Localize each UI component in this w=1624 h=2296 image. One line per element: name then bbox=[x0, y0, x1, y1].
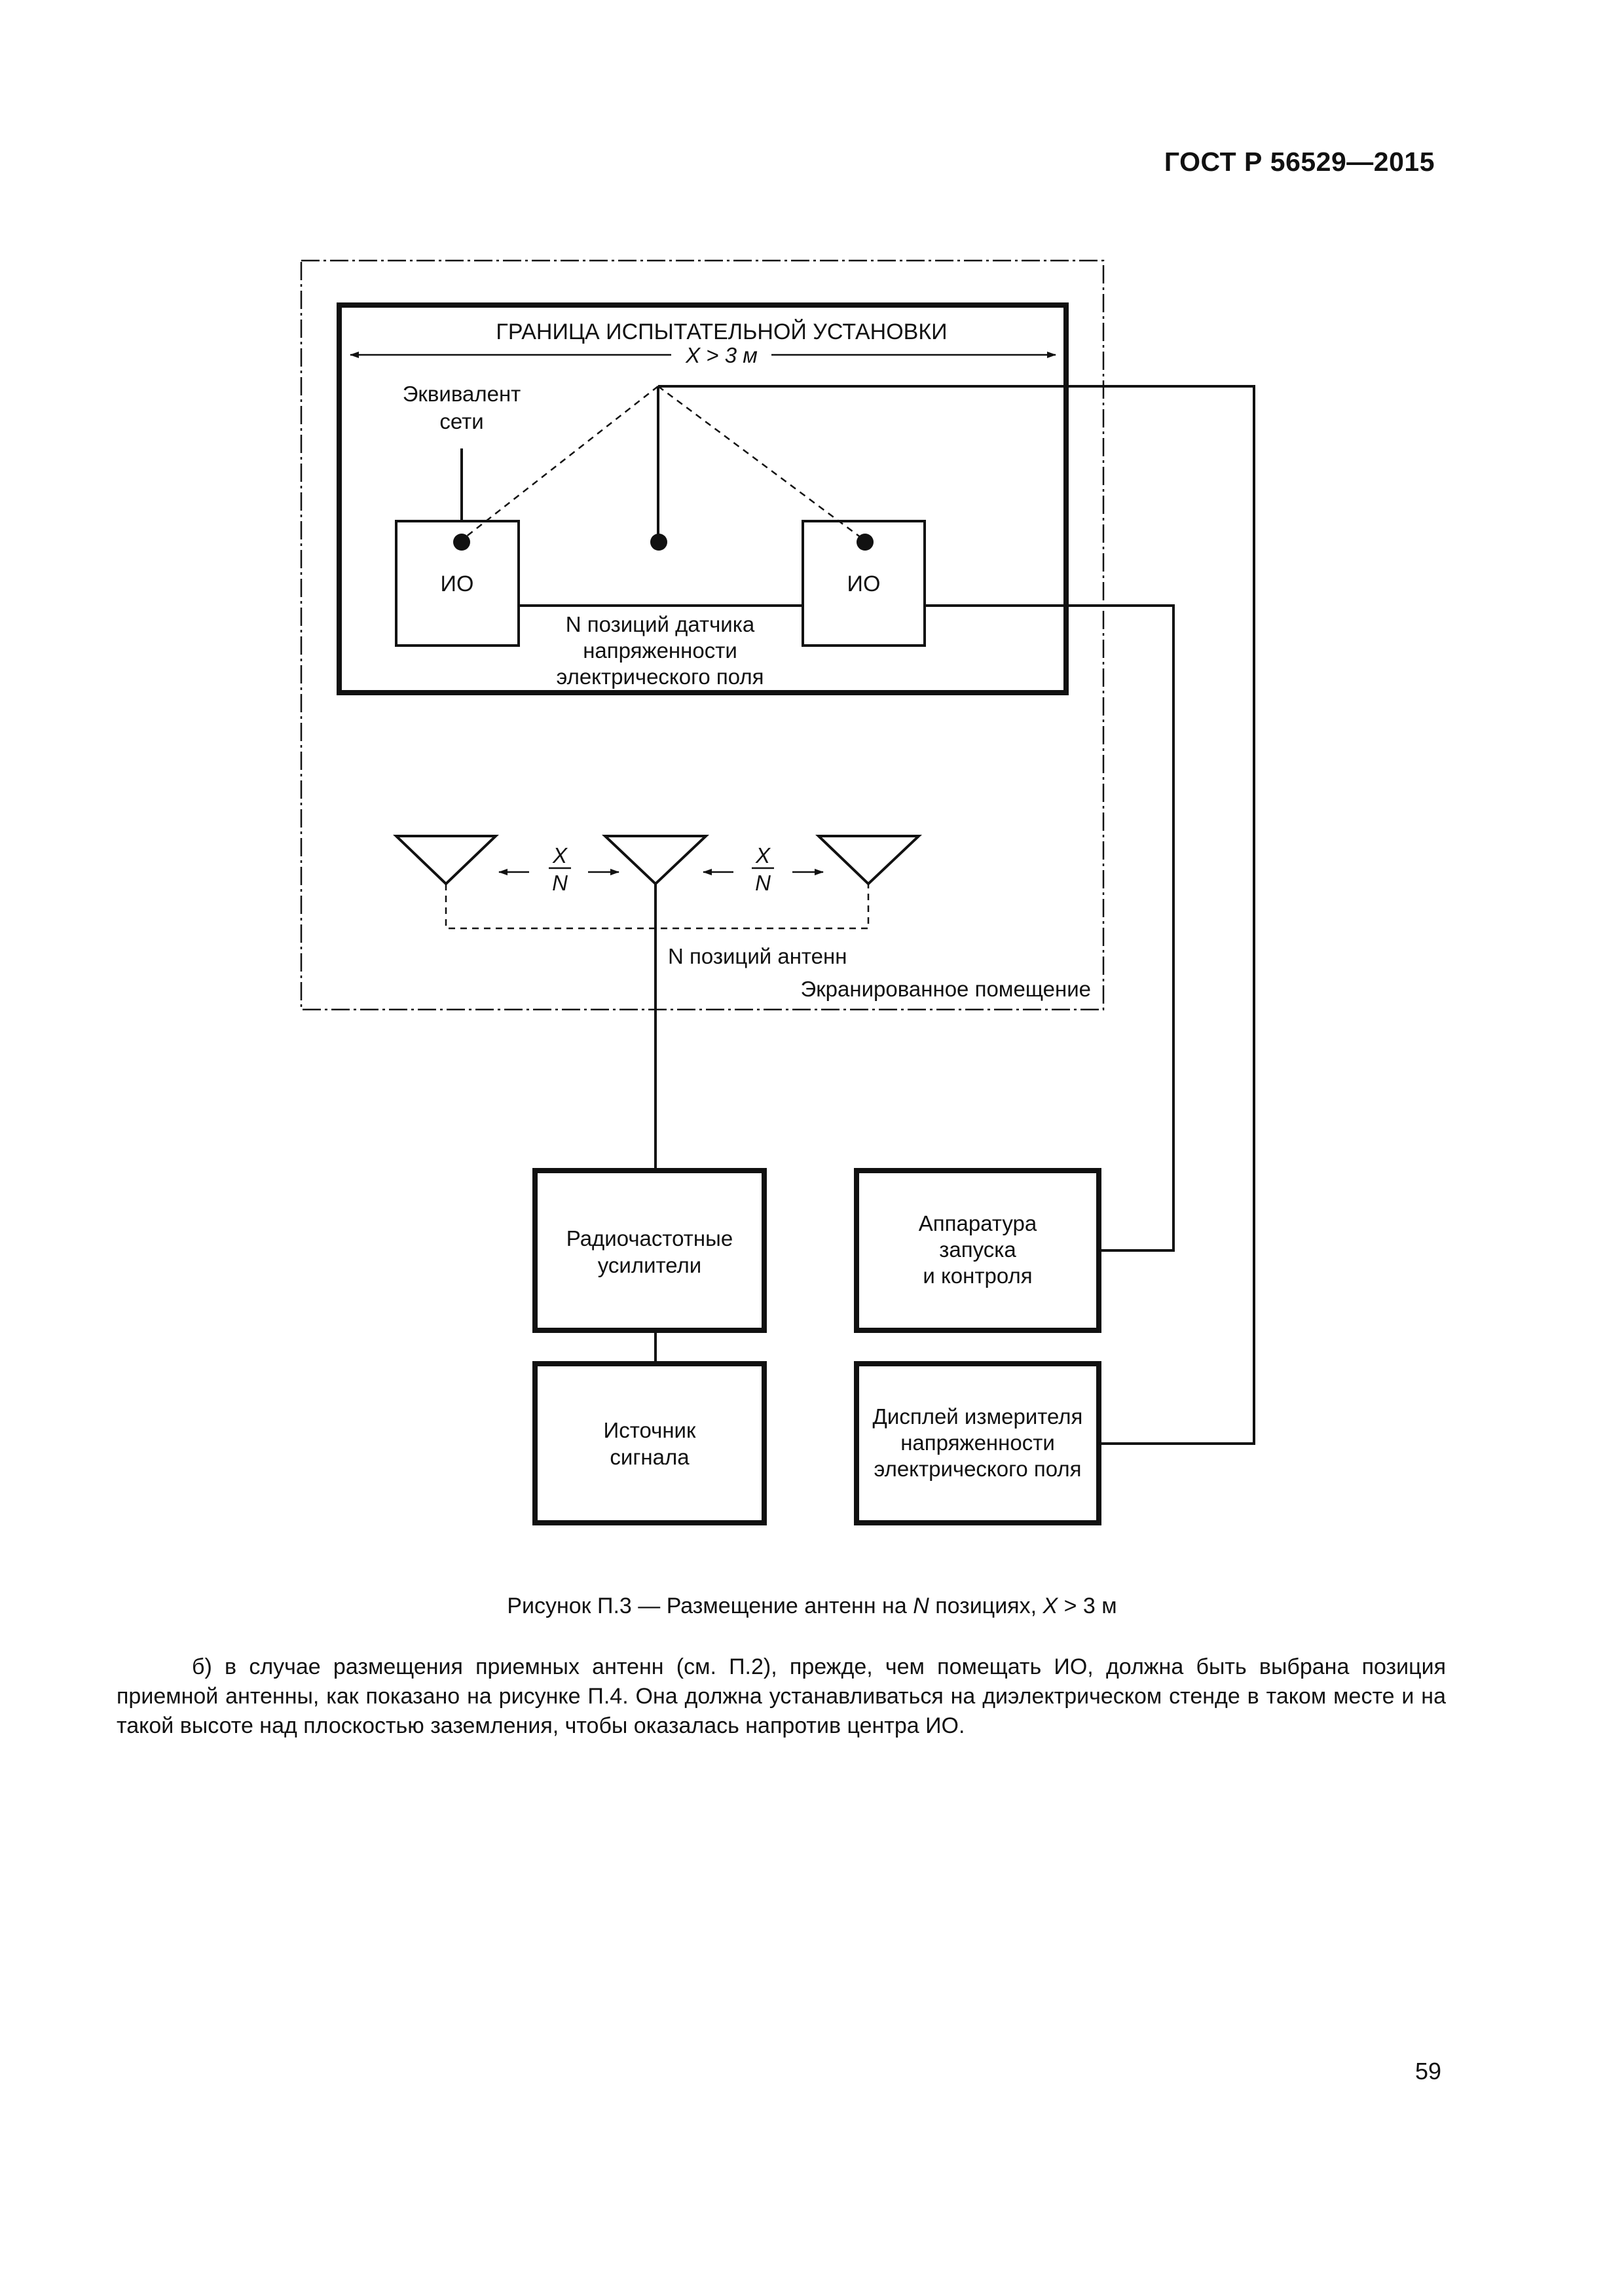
x-dimension-label: X > 3 м bbox=[685, 343, 758, 367]
sensor-point-right bbox=[857, 534, 874, 551]
sensor-point-left bbox=[453, 534, 470, 551]
launch-control-label-1: Аппаратура bbox=[919, 1211, 1037, 1235]
sensor-display-cable bbox=[658, 385, 1255, 1445]
caption-prefix: Рисунок П.3 — Размещение антенн на bbox=[507, 1594, 913, 1618]
antenna-left-icon bbox=[393, 835, 499, 886]
network-equivalent-label-2: сети bbox=[439, 409, 483, 433]
sensor-positions-label-3: электрического поля bbox=[556, 665, 764, 689]
signal-source-box bbox=[532, 1361, 767, 1525]
antenna-center-icon bbox=[601, 835, 710, 886]
boundary-title: ГРАНИЦА ИСПЫТАТЕЛЬНОЙ УСТАНОВКИ bbox=[496, 319, 947, 344]
launch-control-label-2: запуска bbox=[939, 1237, 1016, 1262]
test-setup-boundary bbox=[337, 302, 1069, 695]
rf-amplifiers-box bbox=[532, 1168, 767, 1333]
document-number: ГОСТ Р 56529—2015 bbox=[1164, 147, 1435, 177]
page-number: 59 bbox=[1414, 2058, 1441, 2085]
sensor-positions-label-1: N позиций датчика bbox=[566, 612, 755, 636]
spacing-left-denominator: N bbox=[552, 871, 568, 895]
eut-left-label: ИО bbox=[441, 572, 474, 596]
eut-right-label: ИО bbox=[847, 572, 881, 596]
sensor-dashed-right bbox=[657, 385, 865, 541]
rf-amplifiers-label-1: Радиочастотные bbox=[566, 1226, 733, 1250]
launch-control-label-3: и контроля bbox=[923, 1264, 1032, 1288]
caption-middle: позициях, bbox=[929, 1594, 1043, 1618]
spacing-right-denominator: N bbox=[755, 871, 771, 895]
antenna-placement-diagram: ГРАНИЦА ИСПЫТАТЕЛЬНОЙ УСТАНОВКИ X > 3 м … bbox=[300, 259, 1255, 1525]
antenna-right-icon bbox=[815, 835, 923, 886]
launch-control-box bbox=[854, 1168, 1101, 1333]
shielded-room-outline bbox=[300, 259, 1105, 1011]
field-display-label-1: Дисплей измерителя bbox=[873, 1404, 1083, 1429]
caption-suffix: > 3 м bbox=[1058, 1594, 1117, 1618]
signal-source-label-1: Источник bbox=[604, 1418, 696, 1442]
caption-x: X bbox=[1043, 1594, 1058, 1618]
antenna-positions-label: N позиций антенн bbox=[668, 944, 847, 968]
eut-control-cable bbox=[925, 604, 1175, 1252]
spacing-left-numerator: X bbox=[552, 843, 568, 867]
sensor-dashed-left bbox=[461, 386, 659, 541]
field-display-label-3: электрического поля bbox=[874, 1457, 1081, 1481]
antenna-positions-dashed-connector bbox=[445, 884, 870, 930]
caption-n: N bbox=[913, 1594, 929, 1618]
rf-amplifiers-label-2: усилители bbox=[598, 1253, 701, 1277]
body-paragraph: б) в случае размещения приемных антенн (… bbox=[117, 1654, 1446, 1738]
spacing-right-numerator: X bbox=[755, 843, 771, 867]
sensor-positions-label-2: напряженности bbox=[583, 638, 737, 663]
network-equivalent-label-1: Эквивалент bbox=[403, 382, 521, 406]
field-display-box bbox=[854, 1361, 1101, 1525]
field-display-label-2: напряженности bbox=[900, 1430, 1055, 1455]
body-text: б) в случае размещения приемных антенн (… bbox=[117, 1652, 1446, 1741]
signal-source-label-2: сигнала bbox=[610, 1445, 690, 1469]
figure-caption: Рисунок П.3 — Размещение антенн на N поз… bbox=[0, 1594, 1624, 1619]
shielded-room-label: Экранированное помещение bbox=[801, 977, 1091, 1001]
sensor-point-center bbox=[650, 534, 667, 551]
